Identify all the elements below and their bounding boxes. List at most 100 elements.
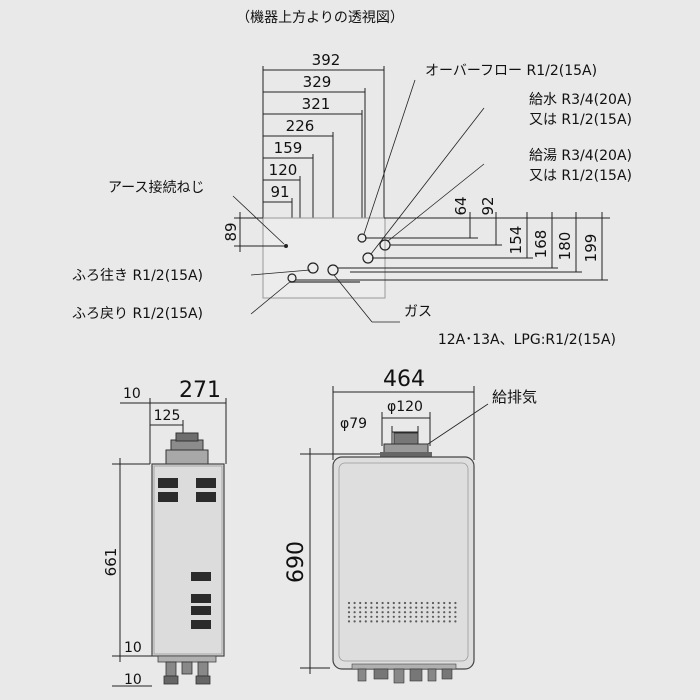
front-view-flue-top — [393, 432, 419, 445]
grille-hole — [431, 601, 435, 605]
label-gas-spec: 12A･13A、LPG:R1/2(15A) — [438, 332, 616, 348]
grille-hole — [364, 615, 367, 618]
grille-hole — [454, 615, 457, 618]
label-water-supply-alt: 又は R1/2(15A) — [529, 112, 632, 128]
dim-89: 89 — [222, 222, 240, 241]
top-view-left-dimension: 89 — [222, 212, 286, 252]
label-earth-screw: アース接続ねじ — [108, 179, 204, 196]
grille-hole — [409, 606, 412, 609]
dim-64: 64 — [452, 196, 470, 215]
grille-hole — [415, 606, 418, 609]
front-view-unit — [332, 432, 475, 684]
grille-hole — [370, 620, 373, 623]
label-hot-water-alt: 又は R1/2(15A) — [529, 168, 632, 184]
side-view-unit — [151, 432, 225, 685]
dim-92: 92 — [479, 196, 497, 215]
grille-hole — [426, 611, 429, 614]
grille-hole — [426, 601, 429, 605]
grille-hole — [420, 615, 423, 618]
grille-hole — [347, 606, 351, 609]
side-dim-width: 271 — [179, 378, 221, 403]
grille-hole — [415, 615, 418, 618]
label-overflow: オーバーフロー R1/2(15A) — [425, 63, 597, 79]
grille-hole — [375, 615, 379, 618]
grille-hole — [403, 601, 407, 605]
grille-hole — [364, 620, 367, 623]
grille-hole — [387, 611, 390, 614]
grille-hole — [353, 606, 356, 609]
grille-hole — [415, 611, 418, 614]
grille-hole — [392, 601, 395, 605]
dim-329: 329 — [303, 73, 332, 91]
grille-hole — [454, 620, 457, 623]
side-dim-flue-offset: 125 — [154, 408, 181, 424]
front-view-vent-grille — [347, 601, 457, 623]
grille-hole — [353, 601, 356, 605]
front-dim-phi120: φ120 — [387, 399, 423, 415]
label-gas: ガス — [404, 304, 432, 320]
pipe-bath-return — [287, 273, 297, 283]
grille-hole — [370, 601, 373, 605]
top-view-leader-lines — [232, 79, 485, 323]
grille-hole — [347, 601, 351, 605]
grille-hole — [409, 601, 412, 605]
grille-hole — [370, 611, 373, 614]
grille-hole — [375, 611, 379, 614]
side-view-dimensions — [112, 398, 227, 687]
grille-hole — [403, 606, 407, 609]
grille-hole — [359, 606, 362, 609]
grille-hole — [392, 606, 395, 609]
dim-168: 168 — [532, 230, 550, 259]
front-dim-height: 690 — [284, 541, 309, 583]
side-view-vents-upper — [158, 478, 216, 502]
grille-hole — [387, 606, 390, 609]
grille-hole — [437, 611, 440, 614]
side-dim-bottom-gap-1: 10 — [124, 640, 142, 656]
dim-91: 91 — [270, 183, 289, 201]
grille-hole — [381, 601, 384, 605]
front-view-bottom-fittings — [351, 663, 457, 684]
grille-hole — [387, 615, 390, 618]
grille-hole — [426, 615, 429, 618]
grille-hole — [375, 601, 379, 605]
side-view-flue-base — [165, 449, 209, 465]
grille-hole — [454, 611, 457, 614]
grille-hole — [364, 606, 367, 609]
dim-321: 321 — [302, 95, 331, 113]
grille-hole — [431, 615, 435, 618]
top-view-unit-outline — [262, 217, 386, 299]
top-view-caption: （機器上方よりの透視図） — [236, 10, 404, 26]
grille-hole — [420, 620, 423, 623]
front-dim-width: 464 — [383, 367, 425, 392]
grille-hole — [392, 611, 395, 614]
side-view-vents-lower — [191, 572, 211, 629]
label-bath-out: ふろ往き R1/2(15A) — [72, 268, 203, 284]
grille-hole — [437, 601, 440, 605]
grille-hole — [437, 620, 440, 623]
pipe-bath-out — [307, 262, 319, 274]
grille-hole — [398, 601, 401, 605]
grille-hole — [381, 620, 384, 623]
side-view-flue-top — [175, 432, 199, 442]
grille-hole — [403, 615, 407, 618]
grille-hole — [415, 620, 418, 623]
grille-hole — [415, 601, 418, 605]
grille-hole — [370, 606, 373, 609]
dim-392: 392 — [312, 51, 341, 69]
grille-hole — [398, 615, 401, 618]
grille-hole — [431, 620, 435, 623]
grille-hole — [347, 620, 351, 623]
grille-hole — [448, 601, 451, 605]
grille-hole — [353, 615, 356, 618]
top-view-right-dimensions: 64 92 154 168 180 199 — [296, 196, 610, 281]
grille-hole — [387, 601, 390, 605]
grille-hole — [443, 615, 446, 618]
grille-hole — [448, 611, 451, 614]
grille-hole — [375, 606, 379, 609]
grille-hole — [359, 611, 362, 614]
grille-hole — [364, 601, 367, 605]
dim-154: 154 — [507, 226, 525, 255]
grille-hole — [420, 606, 423, 609]
grille-hole — [359, 615, 362, 618]
